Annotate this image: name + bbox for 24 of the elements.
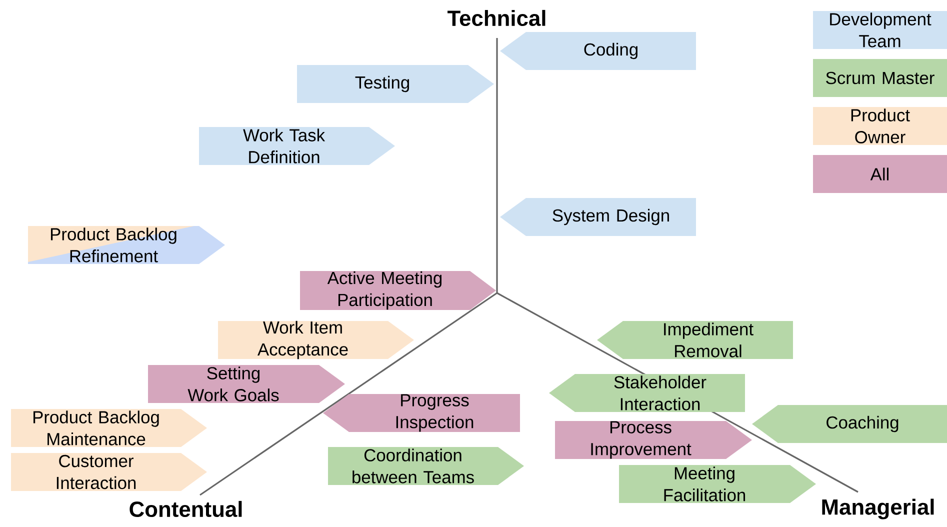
axis-label: Managerial [822,498,934,520]
pentagon-tag: Product Backlog Refinement [28,226,225,264]
pentagon-tag: Work Task Definition [199,127,395,165]
pentagon-tag: Active Meeting Participation [300,271,496,310]
pentagon-tag: Process Improvement [555,421,752,459]
pentagon-tag: Coordination between Teams [328,447,524,485]
pentagon-tag: Customer Interaction [11,453,207,491]
pentagon-tag: Stakeholder Interaction [549,374,745,412]
legend-item: Product Owner [813,107,947,145]
legend-item: Development Team [813,11,947,49]
pentagon-tag: Coding [500,32,696,70]
pentagon-tag: Meeting Facilitation [619,465,816,503]
pentagon-tag: Testing [297,65,494,103]
legend-item: All [813,155,947,193]
pentagon-tag: Setting Work Goals [148,365,345,403]
axis-label: Contentual [130,500,242,518]
pentagon-tag: Product Backlog Maintenance [11,409,207,447]
axis-label: Technical [448,10,546,26]
pentagon-tag: Impediment Removal [597,321,793,359]
pentagon-tag: Work Item Acceptance [218,320,414,360]
legend-item: Scrum Master [813,59,947,97]
pentagon-tag: System Design [500,198,696,236]
pentagon-tag: Coaching [752,405,947,443]
pentagon-tag: Progress Inspection [323,394,520,432]
